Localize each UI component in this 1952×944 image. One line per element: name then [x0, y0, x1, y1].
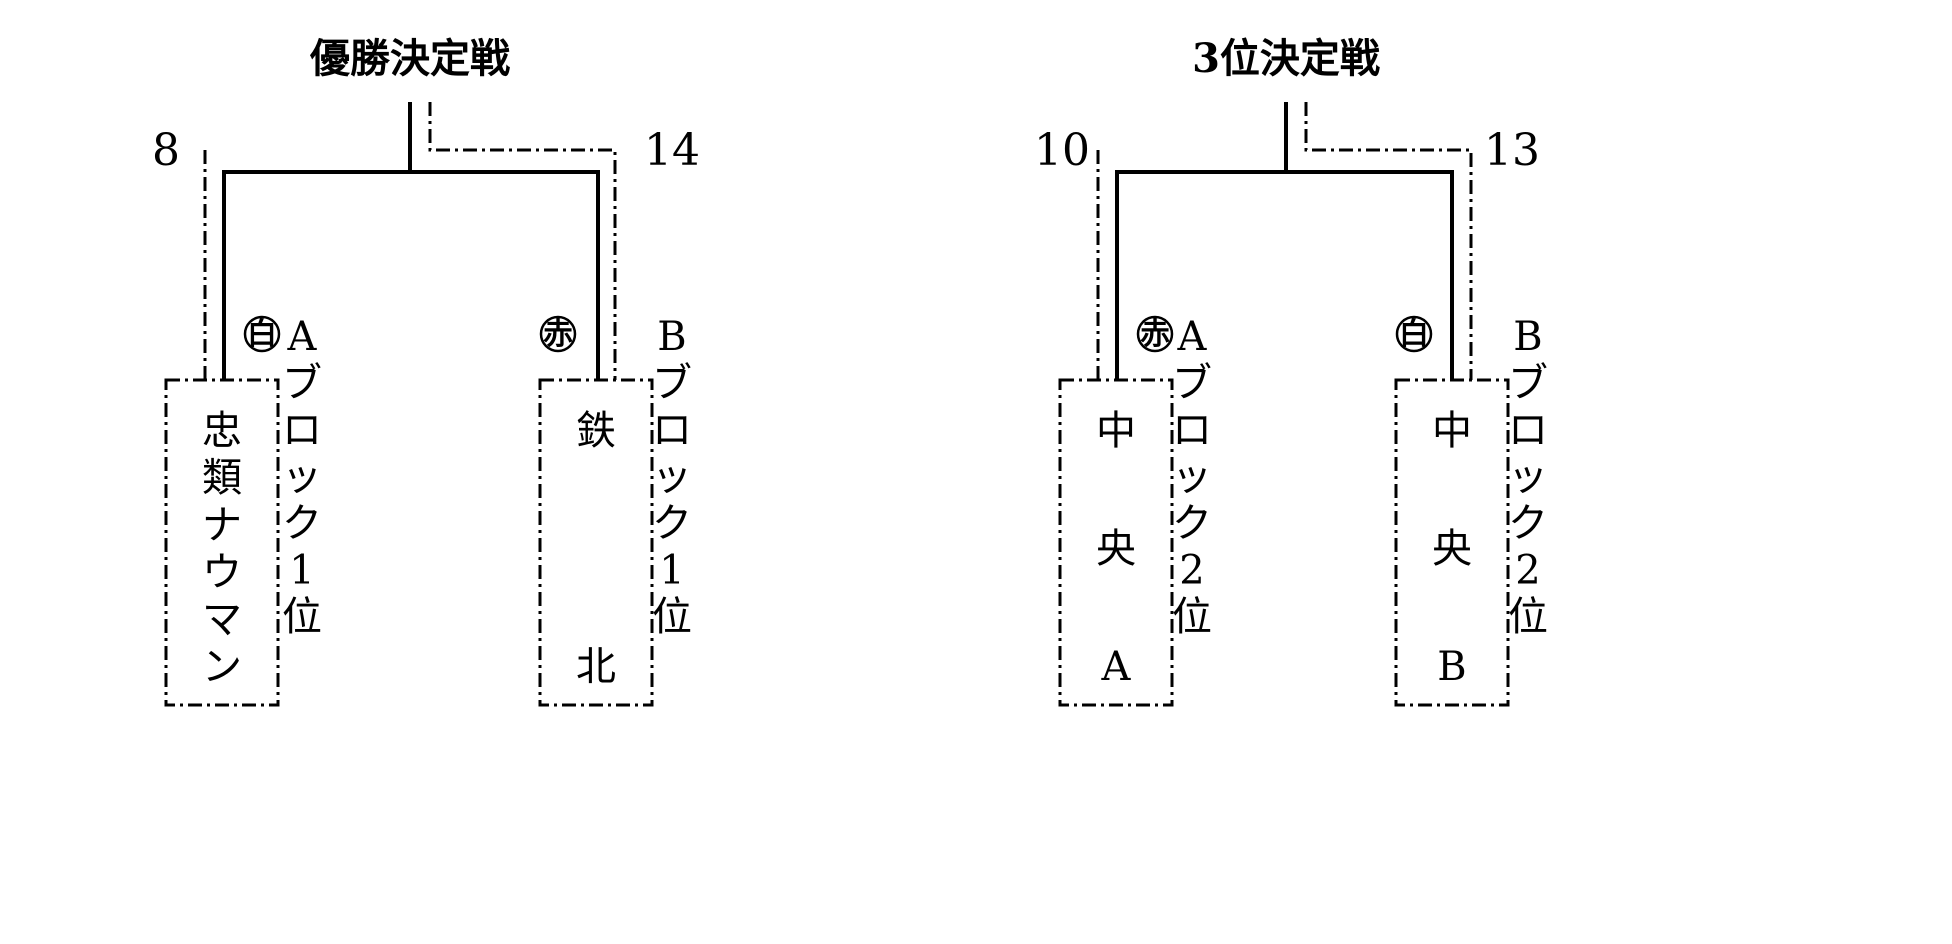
left-team-char: 類	[202, 455, 242, 501]
left-team-char: ナ	[202, 502, 242, 548]
right-corner-label: 白	[1399, 317, 1429, 352]
right-block-char: ッ	[652, 454, 692, 500]
left-team-char: ン	[202, 644, 242, 690]
left-team-char: ウ	[202, 550, 242, 596]
right-block-char: 2	[1515, 547, 1540, 593]
right-block-char: ロ	[652, 407, 692, 453]
right-block-char: ッ	[1508, 454, 1548, 500]
left-corner-mark	[243, 315, 281, 353]
right-block-char: B	[657, 314, 686, 360]
right-team-box	[538, 378, 654, 707]
right-block-char: B	[1513, 314, 1542, 360]
left-team-char: 中	[1096, 408, 1136, 454]
left-team-char: マ	[202, 597, 242, 643]
right-corner-mark	[539, 315, 577, 353]
right-block-char: ク	[652, 501, 692, 547]
right-team-box	[1394, 378, 1510, 707]
left-block-char: 2	[1179, 547, 1204, 593]
left-block-char: ッ	[1172, 454, 1212, 500]
right-team-char: 中	[1432, 408, 1472, 454]
left-team-char: A	[1101, 644, 1132, 690]
left-score: 10	[1034, 125, 1090, 176]
left-block-char: ロ	[282, 407, 322, 453]
left-block-char: ク	[282, 501, 322, 547]
winner-path	[428, 102, 617, 380]
right-block-char: ク	[1508, 501, 1548, 547]
right-team-char: B	[1437, 644, 1466, 690]
right-team-char: 北	[576, 644, 616, 690]
left-team-char: 央	[1096, 526, 1136, 572]
left-team-box	[1058, 378, 1174, 707]
left-block-char: ブ	[1172, 361, 1212, 407]
right-corner-mark	[1395, 315, 1433, 353]
left-block-char: ロ	[1172, 407, 1212, 453]
right-corner-label: 赤	[543, 317, 573, 352]
left-block-char: 位	[282, 594, 322, 640]
right-team-char: 央	[1432, 526, 1472, 572]
winner-path	[1304, 102, 1473, 380]
left-block-char: ッ	[282, 454, 322, 500]
right-block-char: ロ	[1508, 407, 1548, 453]
left-corner-label: 赤	[1140, 317, 1170, 352]
left-corner-label: 白	[247, 317, 277, 352]
right-score: 14	[644, 125, 700, 176]
left-block-char: A	[287, 314, 318, 360]
left-team-char: 忠	[202, 408, 242, 454]
right-block-char: 位	[1508, 594, 1548, 640]
bracket-title: 3位決定戦	[1192, 35, 1380, 82]
right-team-char: 鉄	[576, 408, 616, 454]
left-team-box	[164, 378, 280, 707]
left-score: 8	[152, 125, 180, 176]
right-block-char: ブ	[1508, 361, 1548, 407]
bracket-title: 優勝決定戦	[309, 35, 510, 82]
left-block-char: ク	[1172, 501, 1212, 547]
left-block-char: 位	[1172, 594, 1212, 640]
right-block-char: 1	[659, 547, 684, 593]
left-block-char: ブ	[282, 361, 322, 407]
right-block-char: 位	[652, 594, 692, 640]
left-block-char: 1	[289, 547, 314, 593]
left-block-char: A	[1177, 314, 1208, 360]
right-score: 13	[1484, 125, 1540, 176]
bracket-line	[222, 170, 600, 380]
right-block-char: ブ	[652, 361, 692, 407]
left-corner-mark	[1136, 315, 1174, 353]
